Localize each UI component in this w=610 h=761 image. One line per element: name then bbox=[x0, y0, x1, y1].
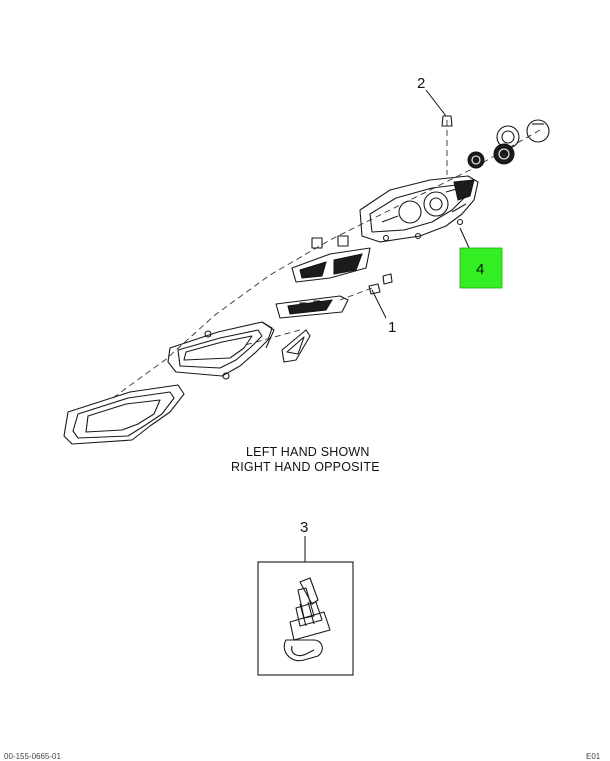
led-strip-module bbox=[275, 295, 349, 319]
callout-1[interactable]: 1 bbox=[388, 319, 396, 336]
outer-bezel-frame bbox=[63, 384, 185, 445]
inner-bezel-housing bbox=[167, 321, 275, 380]
assembly-centerlines bbox=[109, 120, 541, 401]
callout-4-highlight[interactable]: 4 bbox=[459, 247, 503, 289]
side-marker-lens bbox=[281, 329, 311, 363]
fasteners bbox=[368, 115, 453, 295]
note-line-1: LEFT HAND SHOWN bbox=[246, 445, 370, 459]
callout-3[interactable]: 3 bbox=[300, 519, 308, 536]
headlamp-assembly bbox=[359, 175, 479, 243]
highlight-box[interactable] bbox=[459, 247, 503, 289]
note-line-2: RIGHT HAND OPPOSITE bbox=[231, 460, 380, 474]
dust-caps bbox=[467, 119, 550, 169]
callout-4[interactable]: 4 bbox=[476, 261, 484, 278]
footer-right: E01 bbox=[586, 752, 601, 761]
callout-2[interactable]: 2 bbox=[417, 75, 425, 92]
bulb-illustration bbox=[283, 577, 331, 662]
projector-bracket bbox=[291, 235, 371, 283]
footer-left: 00-155-0665-01 bbox=[4, 752, 61, 761]
leader-lines bbox=[304, 89, 471, 562]
bulb-detail-box bbox=[257, 561, 354, 676]
